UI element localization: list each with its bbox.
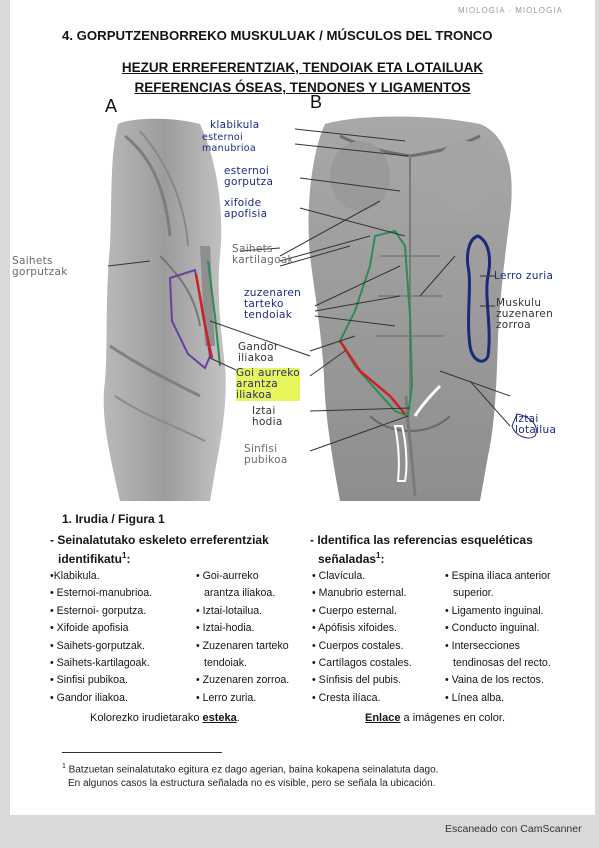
left-footer-period: . xyxy=(236,712,240,724)
list-item: • Cresta ilíaca. xyxy=(312,691,381,704)
list-item: tendinosas del recto. xyxy=(453,657,551,670)
subtitle-spanish: REFERENCIAS ÓSEAS, TENDONES Y LIGAMENTOS xyxy=(134,80,471,95)
label-klabikula: klabikula xyxy=(210,119,260,131)
list-item: • Zuzenaren tarteko xyxy=(196,639,289,652)
scanned-page: MIOLOGIA · MIOLOGIA 4. GORPUTZENBORREKO … xyxy=(10,0,595,815)
inguinal-canal-shape xyxy=(393,425,408,482)
list-item: tendoiak. xyxy=(204,657,247,670)
list-item: • Lerro zuria. xyxy=(196,691,257,704)
left-header-sup: 1 xyxy=(122,551,127,560)
list-item: • Saihets-kartilagoak. xyxy=(50,657,150,670)
list-item: • Cuerpo esternal. xyxy=(312,604,397,617)
list-item: • Ligamento inguinal. xyxy=(445,604,544,617)
left-section-header: - Seinalatutako eskeleto erreferentziak … xyxy=(50,532,320,567)
left-list-col2: • Goi-aurreko arantza iliakoa. • Iztai-l… xyxy=(196,568,326,707)
torso-lateral-view xyxy=(103,118,226,501)
color-images-link-es[interactable]: Enlace xyxy=(365,712,401,724)
right-header-colon: : xyxy=(380,552,385,566)
anatomy-figure: A B klabikula esternoi manubrioa esterno… xyxy=(10,92,595,506)
label-esternoi-gorputza: esternoi gorputza xyxy=(224,165,274,188)
list-item: • Sinfisi pubikoa. xyxy=(50,674,128,687)
list-item: • Esternoi-manubrioa. xyxy=(50,587,153,600)
list-item: • Apófisis xifoides. xyxy=(312,622,397,635)
list-item: • Intersecciones xyxy=(445,639,520,652)
footnote-line2: En algunos casos la estructura señalada … xyxy=(68,778,436,790)
left-list-col1: •Klabikula. • Esternoi-manubrioa. • Este… xyxy=(50,568,190,707)
footnote-divider xyxy=(62,752,222,753)
footnote: 1 Batzuetan seinalatutako egitura ez dag… xyxy=(62,760,438,791)
list-item: • Cuerpos costales. xyxy=(312,639,404,652)
list-item: • Zuzenaren zorroa. xyxy=(196,674,290,687)
right-footer-text: a imágenes en color. xyxy=(400,712,506,724)
label-iztai-lotailua: Iztai lotailua xyxy=(515,413,557,436)
running-header: MIOLOGIA · MIOLOGIA xyxy=(458,6,563,15)
list-item: • Línea alba. xyxy=(445,691,505,704)
left-header-line2: identifikatu xyxy=(58,552,123,566)
label-saihets-gorputzak: Saihets gorputzak xyxy=(12,255,68,278)
label-gandor-iliakoa: Gandor iliakoa xyxy=(238,341,279,364)
left-footer: Kolorezko irudietarako esteka. xyxy=(90,710,240,727)
inguinal-ligament-line xyxy=(413,384,442,417)
figure-a-outline-red xyxy=(194,273,214,359)
label-esternoi-manubrioa: esternoi manubrioa xyxy=(202,132,257,154)
subtitle-basque: HEZUR ERREFERENTZIAK, TENDOIAK ETA LOTAI… xyxy=(121,60,484,75)
right-list-col1: • Clavícula. • Manubrio esternal. • Cuer… xyxy=(312,568,442,707)
right-list-col2: • Espina ilíaca anterior superior. • Lig… xyxy=(445,568,585,707)
leader-lines xyxy=(107,128,511,452)
list-item: • Iztai-hodia. xyxy=(196,622,255,635)
label-saihets-kartilagoak: Saihets kartilagoak xyxy=(232,243,294,266)
anatomy-illustration xyxy=(103,116,537,501)
list-item: arantza iliakoa. xyxy=(204,587,276,600)
iztai-lotailua-circle xyxy=(511,413,537,439)
label-zuzenaren-tarteko-tendoiak: zuzenaren tarteko tendoiak xyxy=(244,287,302,321)
label-goi-aurreko-arantza: Goi aurreko arantza iliakoa xyxy=(236,367,301,401)
list-item: • Iztai-lotailua. xyxy=(196,604,263,617)
right-section-header: - Identifica las referencias esquelética… xyxy=(310,532,590,567)
list-item: • Xifoide apofisia xyxy=(50,622,129,635)
list-item: • Vaina de los rectos. xyxy=(445,674,544,687)
label-iztai-hodia: Iztai hodia xyxy=(252,405,283,428)
figure-a-outline-green xyxy=(207,260,221,367)
panel-label-a: A xyxy=(105,96,118,116)
color-images-link[interactable]: esteka xyxy=(202,712,237,724)
right-footer: Enlace a imágenes en color. xyxy=(365,710,505,727)
right-header-line1: - Identifica las referencias esquelética… xyxy=(310,533,533,547)
list-item: • Manubrio esternal. xyxy=(312,587,407,600)
label-xifoide-apofisia: xifoide apofisia xyxy=(224,197,268,220)
list-item: • Sínfisis del pubis. xyxy=(312,674,402,687)
footnote-sup: 1 xyxy=(62,763,66,770)
scanner-watermark: Escaneado con CamScanner xyxy=(445,823,582,835)
list-item: • Conducto inguinal. xyxy=(445,622,540,635)
list-item: • Saihets-gorputzak. xyxy=(50,639,145,652)
list-item: • Esternoi- gorputza. xyxy=(50,604,147,617)
list-item: • Gandor iliakoa. xyxy=(50,691,128,704)
figure-caption: 1. Irudia / Figura 1 xyxy=(62,512,165,526)
footnote-line1: Batzuetan seinalatutako egitura ez dago … xyxy=(65,764,439,776)
label-lerro-zuria: Lerro zuria xyxy=(494,270,554,282)
page-title: 4. GORPUTZENBORREKO MUSKULUAK / MÚSCULOS… xyxy=(62,28,493,43)
list-item: • Cartílagos costales. xyxy=(312,657,412,670)
list-item: • Espina ilíaca anterior xyxy=(445,570,551,582)
list-item: superior. xyxy=(453,587,494,600)
left-header-line1: - Seinalatutako eskeleto erreferentziak xyxy=(50,533,269,547)
label-muskulu-zuzenaren-zorroa: Muskulu zuzenaren zorroa xyxy=(496,297,554,331)
right-header-sup: 1 xyxy=(376,551,381,560)
left-footer-text: Kolorezko irudietarako xyxy=(90,712,203,724)
list-item: • Goi-aurreko xyxy=(196,570,259,582)
panel-label-b: B xyxy=(310,92,323,112)
list-item: •Klabikula. xyxy=(50,570,100,582)
list-item: • Clavícula. xyxy=(312,570,366,582)
iliac-crest-outline-red xyxy=(338,340,406,415)
left-header-colon: : xyxy=(126,552,131,566)
label-sinfisi-pubikoa: Sinfisi pubikoa xyxy=(244,443,288,466)
right-header-line2: señaladas xyxy=(318,552,377,566)
